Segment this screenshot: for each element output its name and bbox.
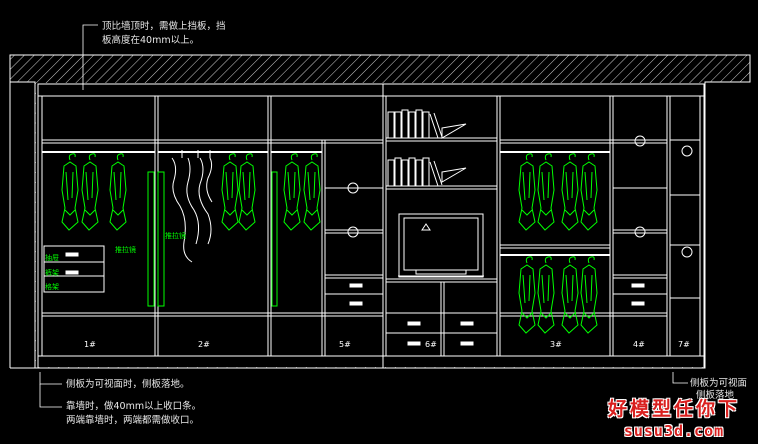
bottom-left-note-line2: 靠墙时，做40mm以上收口条。 — [66, 401, 202, 412]
drawer-label-bottom: 格架 — [45, 282, 59, 291]
bay-label-6: 6# — [425, 340, 437, 349]
bay-label-4: 4# — [633, 340, 645, 349]
watermark: 好模型任你下 susu3d.com — [600, 394, 748, 440]
pullout-label-right: 推拉镜 — [165, 231, 186, 240]
drawer-label-middle: 裤架 — [45, 268, 59, 277]
top-note-line1: 顶比墙顶时，需做上挡板，挡 — [102, 21, 226, 32]
bay-label-5: 5# — [339, 340, 351, 349]
drawer-label-top: 抽屉 — [45, 253, 59, 262]
bottom-left-note-line3: 两端靠墙时，两端都需做收口。 — [66, 415, 200, 426]
leader-lines — [39, 24, 688, 408]
top-note-line2: 板高度在40mm以上。 — [102, 35, 200, 46]
pullout-label-left: 推拉镜 — [115, 245, 136, 254]
bay-labels: 1# 2# 5# 6# 3# 4# 7# — [84, 340, 690, 349]
bottom-right-note-line2: 侧板落地 — [696, 390, 735, 401]
watermark-url: susu3d.com — [623, 422, 725, 440]
books-upper — [387, 109, 467, 187]
bay-label-7: 7# — [678, 340, 690, 349]
bay-label-3: 3# — [550, 340, 562, 349]
bay-label-2: 2# — [198, 340, 210, 349]
bottom-right-note-line1: 侧板为可视面 — [690, 378, 748, 389]
green-labels: 抽屉 裤架 格架 推拉镜 推拉镜 — [45, 231, 186, 291]
green-pullout-mirrors — [147, 171, 278, 307]
bay-label-1: 1# — [84, 340, 96, 349]
wall-section — [9, 54, 751, 369]
hanging-clothes — [61, 150, 598, 334]
watermark-title: 好模型任你下 — [607, 398, 740, 420]
bottom-left-note-line1: 侧板为可视面时，侧板落地。 — [66, 379, 190, 390]
